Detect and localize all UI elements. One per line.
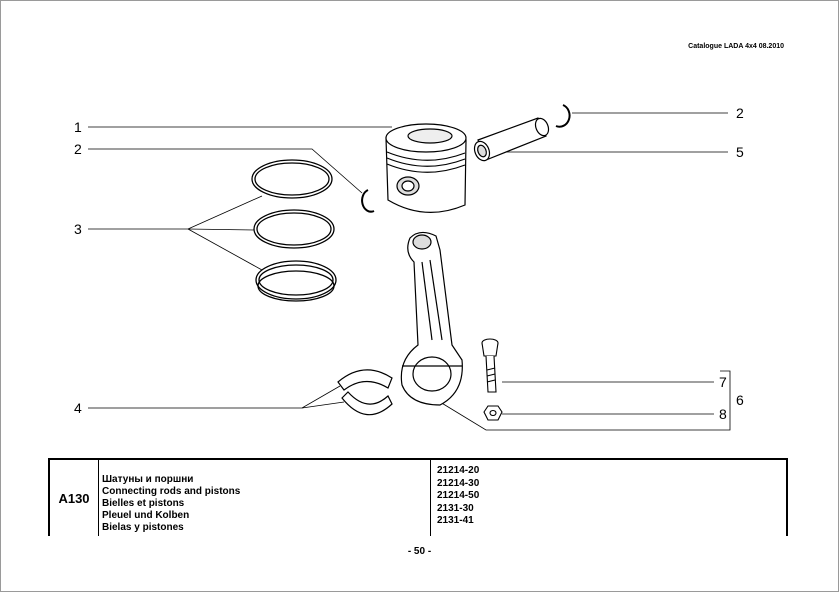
callout-2-left: 2 [74, 141, 82, 157]
callout-6: 6 [736, 392, 744, 408]
title-en: Connecting rods and pistons [102, 486, 241, 497]
model-item: 21214-50 [437, 490, 480, 501]
page-number: - 50 - [407, 546, 432, 557]
model-item: 21214-20 [437, 465, 480, 476]
callout-5: 5 [736, 144, 744, 160]
catalogue-header: Catalogue LADA 4x4 08.2010 [688, 43, 784, 50]
circlip-right [555, 104, 571, 128]
callout-8: 8 [719, 406, 727, 422]
model-item: 21214-30 [437, 477, 480, 489]
section-titles: Шатуны и поршни Connecting rods and pist… [102, 474, 240, 534]
leader-lines [88, 112, 731, 431]
piston [385, 123, 467, 213]
callout-3: 3 [74, 221, 82, 237]
models-cell: 21214-20 21214-30 21214-50 2131-30 2131-… [430, 460, 479, 536]
callout-7: 7 [719, 374, 727, 390]
model-item: 2131-30 [437, 502, 474, 514]
callout-2-right: 2 [736, 105, 744, 121]
title-fr: Bielles et pistons [102, 498, 185, 509]
circlip-left [361, 189, 375, 213]
model-item: 2131-41 [437, 515, 474, 526]
title-de: Pleuel und Kolben [102, 510, 190, 521]
info-table: A130 Шатуны и поршни Connecting rods and… [48, 458, 788, 536]
section-code: A130 [50, 460, 99, 536]
callout-1: 1 [74, 119, 82, 135]
bearing-shells [337, 369, 393, 416]
callout-4: 4 [74, 400, 82, 416]
connecting-rod [400, 231, 463, 406]
models-list: 21214-20 21214-30 21214-50 2131-30 2131-… [437, 465, 479, 528]
title-es: Bielas y pistones [102, 522, 184, 533]
title-ru: Шатуны и поршни [102, 474, 194, 485]
rod-nut [483, 405, 503, 421]
piston-pin [473, 117, 550, 162]
piston-rings [251, 159, 337, 302]
rod-bolt [481, 338, 499, 393]
